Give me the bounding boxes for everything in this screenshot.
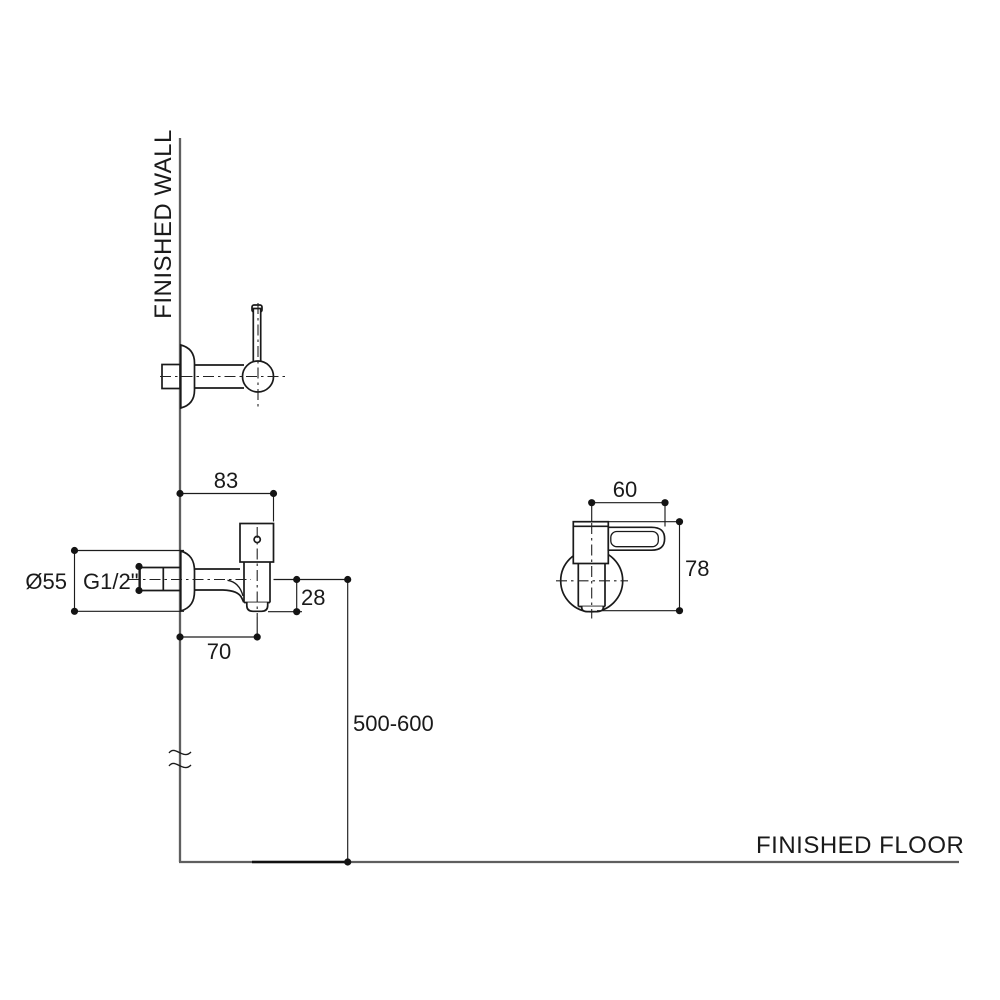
dim-label-500-600: 500-600 — [353, 711, 434, 736]
dimension-70 — [176, 617, 261, 641]
handle-front — [607, 526, 666, 552]
dimension-55 — [70, 546, 184, 615]
wall-flange-side — [179, 549, 196, 613]
dim-label-70: 70 — [206, 639, 232, 664]
dimension-78 — [597, 518, 684, 615]
finished-floor-label: FINISHED FLOOR — [756, 832, 965, 859]
dimension-28 — [268, 575, 348, 616]
dimension-60 — [588, 499, 669, 527]
handle-lever — [252, 307, 262, 366]
dim-label-83: 83 — [213, 468, 239, 493]
dim-label-60: 60 — [612, 477, 638, 502]
dimension-83 — [176, 489, 278, 522]
dim-label-55: Ø55 — [25, 569, 67, 594]
dim-label-28: 28 — [301, 585, 326, 610]
dimension-g12 — [135, 562, 143, 595]
faucet-side-view — [128, 522, 275, 617]
wall-break-symbol — [168, 749, 192, 769]
spout-fillet — [227, 579, 244, 597]
dim-label-g12: G1/2" — [83, 569, 139, 594]
valve-body-front — [572, 520, 610, 565]
faucet-front-view — [556, 520, 666, 619]
dimension-500-600 — [344, 575, 352, 866]
finished-wall-label: FINISHED WALL — [150, 129, 177, 319]
dim-label-78: 78 — [685, 556, 710, 581]
handle-face — [610, 530, 659, 548]
faucet-top-view — [160, 303, 287, 410]
